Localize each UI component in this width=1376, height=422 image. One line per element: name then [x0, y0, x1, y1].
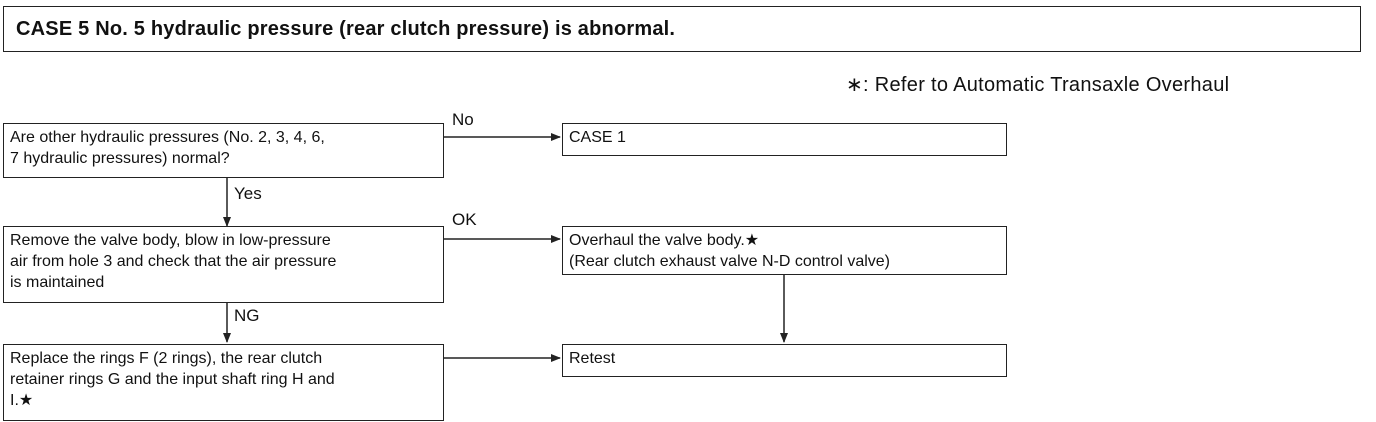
label-no: No — [452, 110, 474, 129]
label-yes: Yes — [234, 184, 262, 203]
replace-rings-text: Replace the rings F (2 rings), the rear … — [10, 350, 335, 409]
page-title: CASE 5 No. 5 hydraulic pressure (rear cl… — [16, 18, 676, 40]
question-other-pressures-box: Are other hydraulic pressures (No. 2, 3,… — [3, 123, 444, 178]
overhaul-valve-body-text: Overhaul the valve body.★ (Rear clutch e… — [569, 232, 891, 270]
retest-box: Retest — [562, 344, 1007, 377]
overhaul-valve-body-box: Overhaul the valve body.★ (Rear clutch e… — [562, 226, 1007, 275]
valve-body-check-box: Remove the valve body, blow in low-press… — [3, 226, 444, 303]
retest-text: Retest — [569, 350, 616, 367]
label-ok: OK — [452, 210, 477, 229]
replace-rings-box: Replace the rings F (2 rings), the rear … — [3, 344, 444, 421]
case1-box: CASE 1 — [562, 123, 1007, 156]
overhaul-reference-note: ∗: Refer to Automatic Transaxle Overhaul — [846, 74, 1230, 96]
case1-text: CASE 1 — [569, 129, 626, 146]
label-ng: NG — [234, 306, 260, 325]
title-box: CASE 5 No. 5 hydraulic pressure (rear cl… — [3, 6, 1361, 52]
valve-body-check-text: Remove the valve body, blow in low-press… — [10, 232, 337, 291]
question-other-pressures-text: Are other hydraulic pressures (No. 2, 3,… — [10, 129, 325, 167]
